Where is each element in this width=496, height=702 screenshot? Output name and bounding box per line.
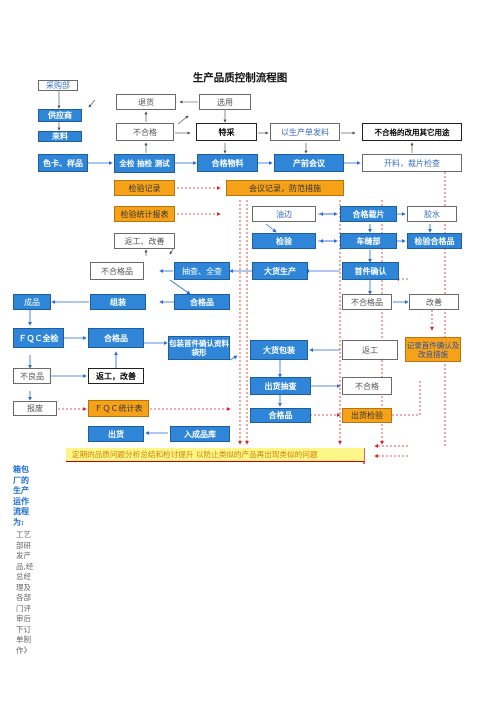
- node-jiaoshui: 胶水: [407, 206, 457, 222]
- node-fqcquanjian: ＦＱＣ全检: [13, 328, 64, 348]
- node-chanqianhuiyi: 产前会议: [274, 154, 344, 172]
- node-hegepin3: 合格品: [250, 408, 311, 423]
- node-tuihuo: 退货: [116, 94, 176, 110]
- node-hegecaipian: 合格裁片: [340, 206, 397, 222]
- node-fangong: 返工、改善: [114, 233, 175, 249]
- node-chuhuo: 出货: [88, 426, 144, 442]
- node-gongyingshang: 供应商: [38, 109, 82, 122]
- node-choucha: 抽查、全查: [174, 262, 230, 280]
- node-hegepin2: 合格品: [88, 328, 144, 348]
- node-huiyijilu: 会议记录，防范措施: [226, 180, 344, 196]
- note-body: 工艺部研发产品,经总经理及各部门评审后下订单制作》: [16, 530, 34, 655]
- node-buhege1: 不合格: [116, 123, 174, 141]
- node-sekayangpin: 色卡、样品: [38, 154, 88, 172]
- node-rucheng: 入成品库: [170, 426, 230, 442]
- node-baofei: 报废: [13, 401, 57, 416]
- node-jianyanjilu: 检验记录: [114, 180, 175, 196]
- node-chengpin: 成品: [13, 294, 51, 310]
- node-baozhuangshoujian: 包装首件确认资料袋形: [168, 336, 230, 360]
- node-xuanyong: 选用: [199, 94, 251, 110]
- node-chefengbu: 车缝部: [340, 233, 397, 249]
- node-shoujianqueren: 首件确认: [342, 262, 399, 280]
- node-chuhuochoucha: 出货抽查: [250, 377, 311, 395]
- node-jianyanhegepin: 检验合格品: [407, 233, 462, 249]
- node-buhegepin1: 不合格品: [90, 262, 144, 280]
- node-youbian: 油边: [252, 206, 316, 222]
- node-hegepin1: 合格品: [174, 294, 230, 310]
- node-buhege2: 不合格: [342, 377, 392, 395]
- footer-banner: 定期的品质问题分析总结和检讨提升 以防止类似的产品再出现类似的问题: [66, 448, 364, 462]
- node-fangonggaishan: 返工，改善: [88, 368, 144, 384]
- node-dahuoshengchan: 大货生产: [252, 262, 308, 280]
- node-yishengchandan: 以生产单发料: [270, 123, 340, 141]
- node-buliangpin: 不良品: [13, 368, 51, 384]
- node-quanjian: 全检 抽检 测试: [114, 154, 175, 173]
- node-gaishan: 改善: [409, 294, 459, 310]
- node-jianyan: 检验: [252, 233, 316, 249]
- node-buhegepin2: 不合格品: [342, 294, 392, 310]
- node-kailiao: 开料，裁片检查: [362, 154, 462, 172]
- node-caigoubu: 采购部: [38, 80, 78, 91]
- chart-title: 生产品质控制流程图: [192, 72, 288, 84]
- node-hegewuliao: 合格物料: [197, 154, 258, 172]
- node-buhegegaiyong: 不合格的改用其它用途: [362, 123, 462, 141]
- node-jianyantongji: 检验统计报表: [114, 206, 175, 222]
- node-fangong2: 返工: [342, 340, 398, 360]
- node-laiiliao: 来料: [38, 131, 82, 142]
- node-chuhuojianyan: 出货检验: [342, 408, 392, 423]
- node-jilushoujian: 记录首件确认及改良措施: [405, 337, 461, 362]
- note-heading: 箱包厂的生产运作流程为:: [13, 464, 29, 527]
- node-dahuobaozhuang: 大货包装: [250, 340, 308, 360]
- node-zuzhuang: 组装: [90, 294, 146, 310]
- node-tecai: 特采: [196, 123, 257, 141]
- node-fqctongji: ＦＱＣ统计表: [88, 400, 149, 417]
